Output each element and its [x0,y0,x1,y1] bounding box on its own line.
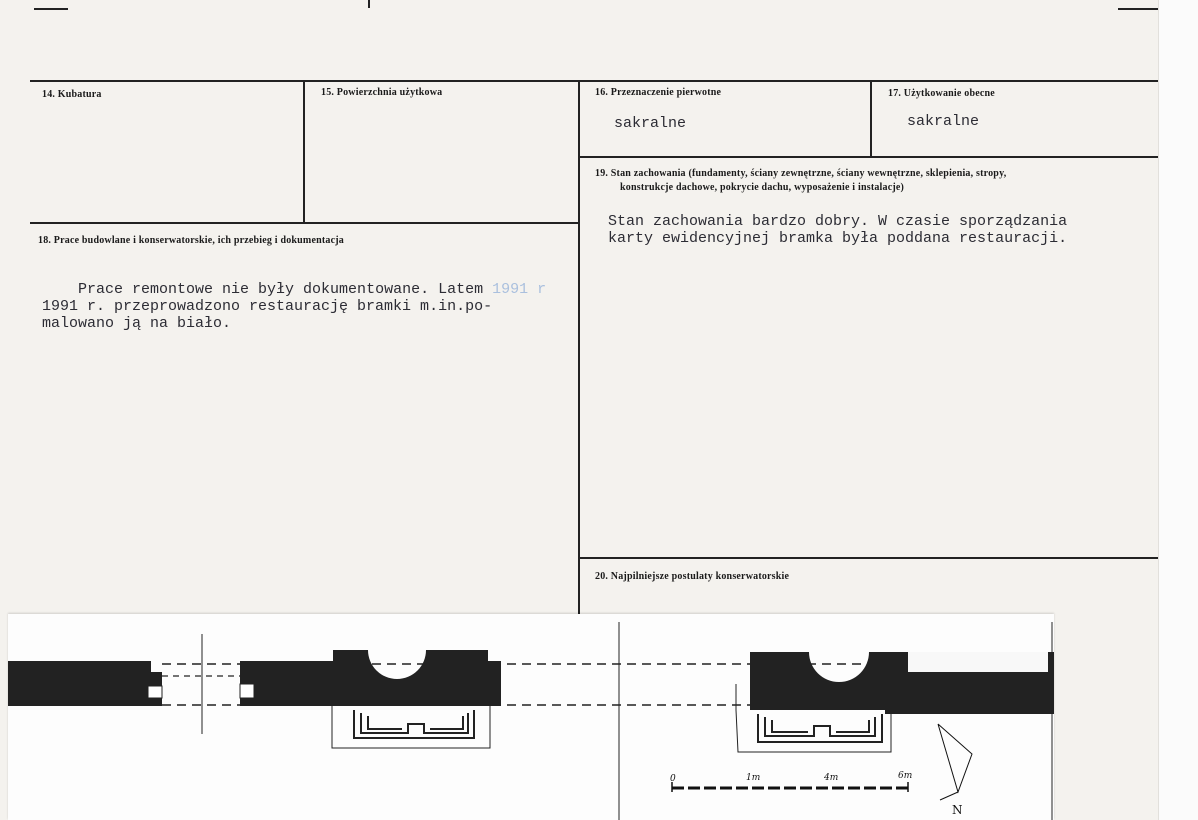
field-label-kubatura: 14. Kubatura [42,89,102,100]
page-edge [1158,0,1198,820]
steps-left [353,710,475,739]
field-label-stan-line1: 19. Stan zachowania (fundamenty, ściany … [595,168,1007,179]
scale-label-4m: 4m [823,773,838,783]
field-label-stan-line2: konstrukcje dachowe, pokrycie dachu, wyp… [620,182,905,193]
rule-under-14-15 [30,222,580,224]
value-prace-rest: 1991 r. przeprowadzono restaurację bramk… [42,298,493,332]
top-stub-line-left [34,8,68,10]
plan-drawing-svg: 0 1m 4m 6m N [8,622,1054,820]
scale-label-1m: 1m [746,773,760,783]
divider-14-15 [303,80,305,224]
divider-16-17 [870,80,872,157]
top-stub-line-right [1118,8,1158,10]
field-label-powierzchnia: 15. Powierzchnia użytkowa [321,87,443,98]
form-top-rule [30,80,1158,82]
top-stub-tick [368,0,370,8]
value-prace-ghost: 1991 r [492,281,547,298]
rule-under-19 [578,557,1158,559]
divider-center [578,80,580,620]
scale-label-6m: 6m [898,771,912,781]
north-label: N [952,803,963,817]
field-label-postulaty: 20. Najpilniejsze postulaty konserwators… [595,571,790,582]
value-przeznaczenie: sakralne [614,115,687,132]
steps-right [757,714,883,743]
threshold-right [735,684,892,753]
value-uzytkowanie: sakralne [907,113,980,130]
wall-left [8,661,162,706]
value-prace-line1: Prace remontowe nie były dokumentowane. … [42,281,493,298]
north-arrow-shaft [939,791,959,801]
field-label-przeznaczenie: 16. Przeznaczenie pierwotne [595,87,722,98]
plan-drawing: 0 1m 4m 6m N [8,614,1054,820]
gate-pier-left [240,650,501,706]
rule-under-16-17 [578,156,1158,158]
value-stan-zachowania: Stan zachowania bardzo dobry. W czasie s… [608,213,1068,247]
threshold-left [331,706,491,749]
wall-left-detail [147,685,163,699]
gate-pier-left-detail [239,683,255,699]
gate-pier-right [750,652,906,710]
field-label-uzytkowanie: 17. Użytkowanie obecne [888,88,995,99]
north-arrow [937,723,973,794]
value-prace: Prace remontowe nie były dokumentowane. … [42,264,578,332]
field-label-prace: 18. Prace budowlane i konserwatorskie, i… [38,235,344,246]
wall-right-notch [908,652,1048,672]
scale-label-0: 0 [670,774,676,784]
